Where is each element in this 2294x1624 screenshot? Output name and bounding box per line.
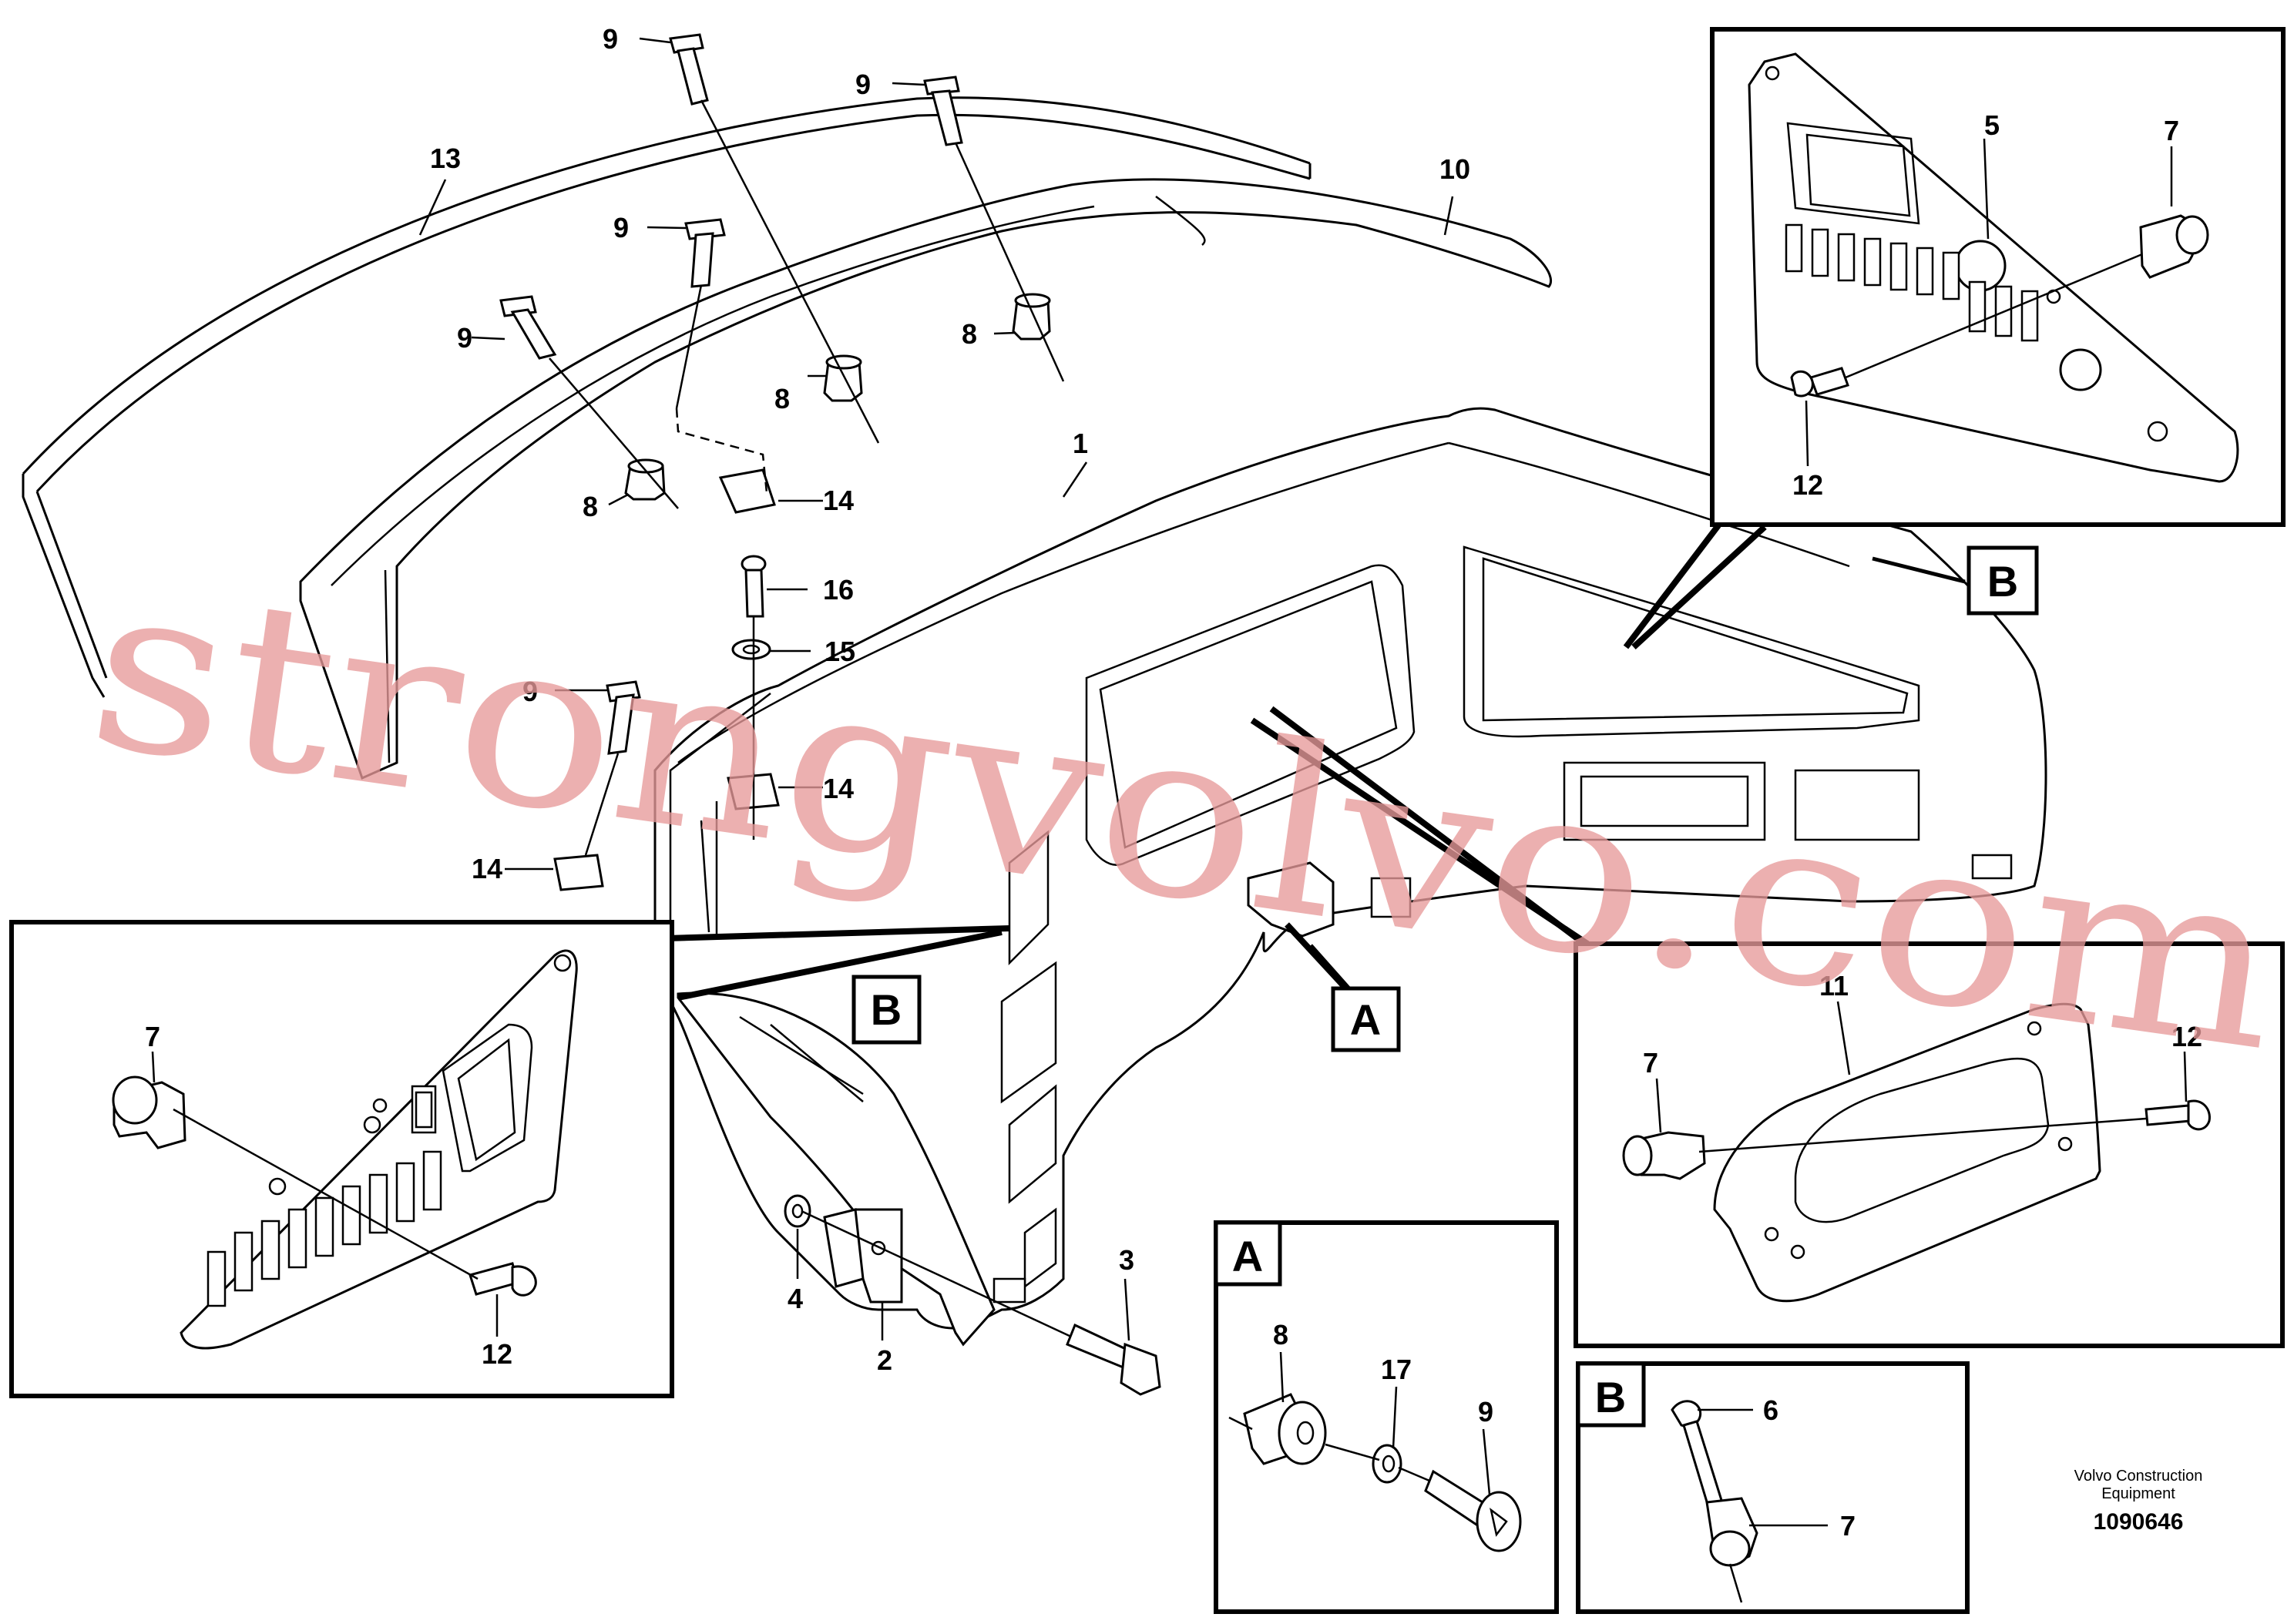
callout-panel-11: 11 [1819, 970, 1849, 1002]
callout-inset-a-washer: 17 [1381, 1354, 1412, 1385]
callout-screw-16: 16 [823, 574, 854, 606]
washer-4 [784, 1194, 811, 1228]
inset-a-letter: A [1232, 1232, 1263, 1280]
bolt-3 [1066, 1323, 1161, 1396]
callout-top-bolt-b: 9 [855, 69, 871, 100]
callout-bolt-left-c: 9 [613, 212, 629, 243]
callout-labels: 9 9 13 9 10 9 8 8 8 14 1 16 15 9 14 14 3… [145, 23, 2202, 1542]
callout-washer-4: 4 [788, 1283, 803, 1314]
callout-dashboard: 1 [1073, 428, 1088, 459]
bracket-2 [823, 1208, 903, 1304]
detail-box-left [9, 920, 674, 1398]
callout-bolt-lower-e: 9 [522, 676, 538, 707]
main-bolts-9 [499, 33, 963, 755]
detail-box-right-top [1710, 27, 2286, 527]
caption-line-1: Volvo Construction [2074, 1468, 2203, 1485]
inset-b-letter: B [1595, 1373, 1626, 1421]
callout-clip-lower: 14 [472, 853, 502, 884]
callout-grommet-h: 8 [583, 491, 598, 522]
inset-a: A [1214, 1220, 1559, 1614]
callout-grommet-f: 8 [962, 318, 977, 350]
reference-tag-b-right: B [1967, 545, 2039, 616]
inset-b: B [1576, 1361, 1970, 1614]
callout-clip-upper: 14 [823, 485, 854, 516]
callout-weatherstrip: 13 [430, 143, 461, 174]
callout-bracket: 2 [877, 1344, 892, 1376]
callout-inset-a-bolt: 9 [1478, 1396, 1493, 1428]
screw-washer-16-15 [731, 555, 771, 660]
callout-screw-left: 12 [482, 1338, 512, 1370]
reference-tag-a: A [1331, 986, 1401, 1052]
callout-hinge-left: 7 [145, 1021, 160, 1052]
top-moulding [299, 178, 1552, 780]
callout-washer-15: 15 [825, 636, 855, 667]
caption-line-2: Equipment [2101, 1485, 2175, 1502]
reference-tag-b-left: B [851, 975, 922, 1045]
publisher-caption: Volvo Construction Equipment 1090646 [2074, 1468, 2203, 1535]
callout-inset-a-grommet: 8 [1273, 1319, 1288, 1351]
leader-lines-main [418, 37, 1454, 1341]
detail-box-side [1574, 941, 2285, 1348]
callout-clip-mid: 14 [823, 773, 854, 804]
reference-tag-b-left-text: B [871, 985, 902, 1034]
document-number: 1090646 [2094, 1509, 2184, 1535]
callout-moulding: 10 [1439, 153, 1470, 185]
callout-top-bolt-a: 9 [603, 23, 618, 55]
left-panel-switch-slots [207, 1150, 442, 1307]
callout-inset-b-hinge: 7 [1840, 1510, 1856, 1542]
callout-bolt-left-d: 9 [457, 322, 472, 354]
callout-screw-side: 12 [2171, 1021, 2202, 1052]
callout-panel-5: 5 [1984, 109, 2000, 141]
callout-grommet-g: 8 [774, 383, 790, 414]
clips-14 [553, 468, 780, 891]
callout-inset-b-screw: 6 [1763, 1394, 1778, 1426]
detail-connectors [666, 523, 1966, 1001]
callout-hinge-side: 7 [1643, 1047, 1658, 1079]
callout-hinge-right-top: 7 [2164, 115, 2179, 146]
callout-screw-right-top: 12 [1792, 469, 1823, 501]
weatherstrip [22, 96, 1312, 698]
left-side-cover [677, 992, 996, 1347]
reference-tag-a-text: A [1350, 995, 1381, 1044]
dashboard-housing [653, 407, 2047, 1330]
reference-tag-b-right-text: B [1987, 557, 2018, 606]
callout-bolt-3: 3 [1119, 1244, 1134, 1276]
panel-5-switch-slots [1785, 223, 2039, 342]
